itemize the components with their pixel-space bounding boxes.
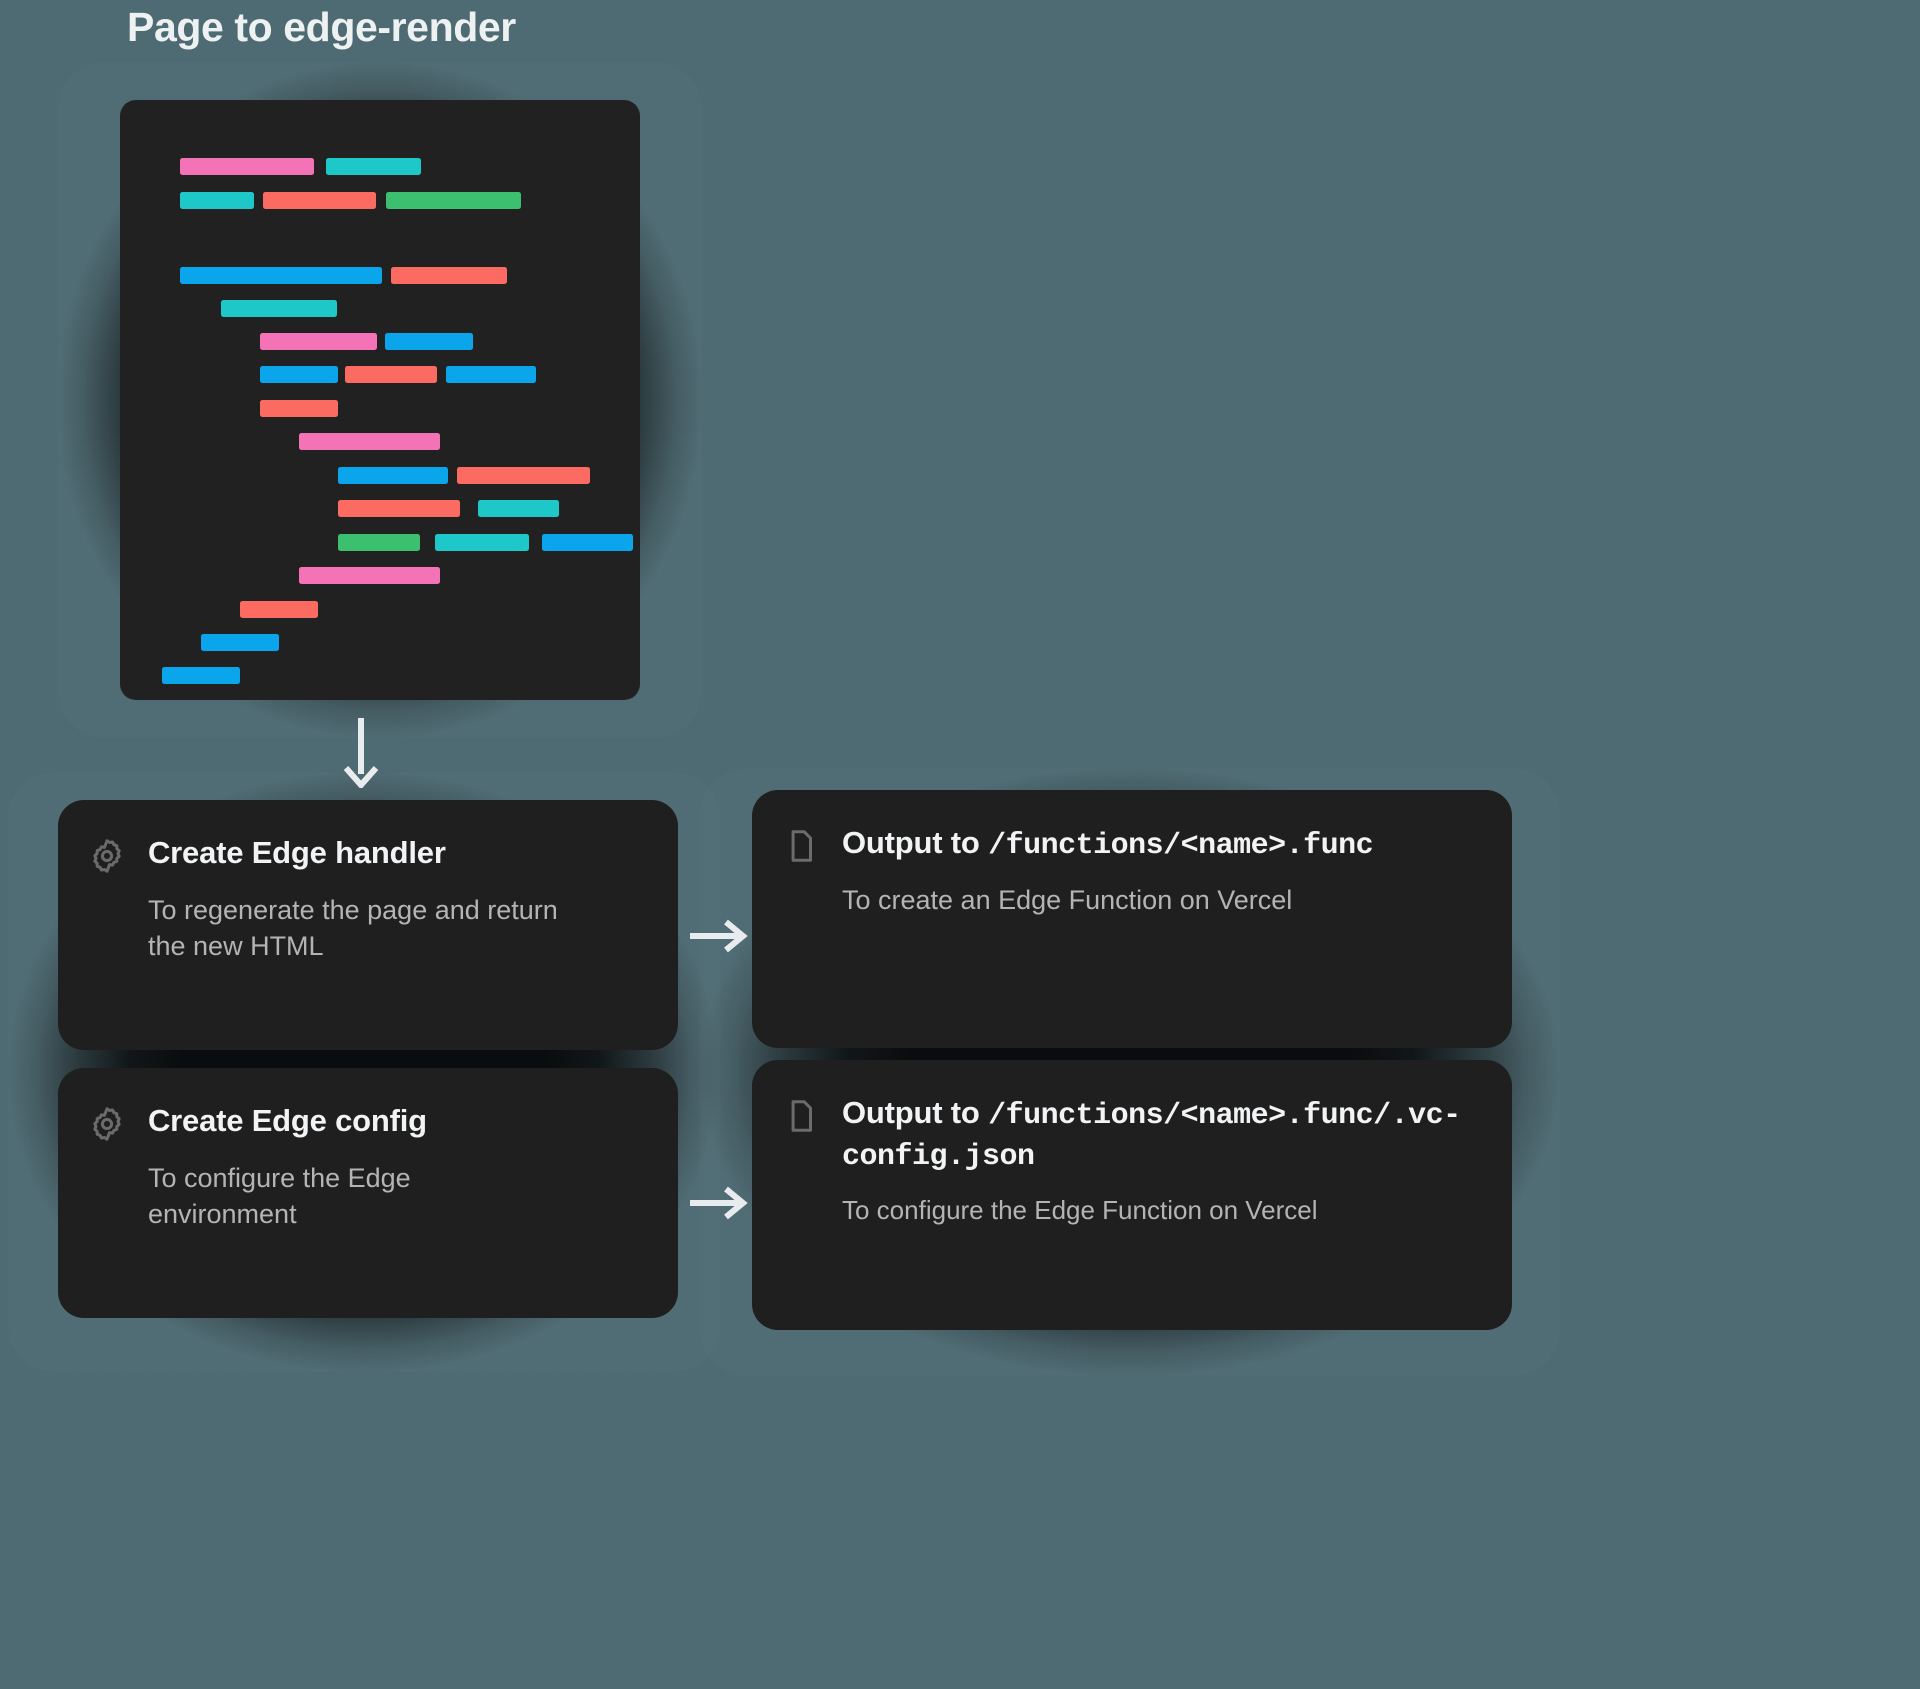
code-line [446, 366, 536, 383]
code-preview-panel [120, 100, 640, 700]
code-line [162, 667, 240, 684]
code-line [180, 158, 314, 175]
code-line [260, 333, 377, 350]
card-output-functions-func[interactable]: Output to /functions/<name>.func To crea… [752, 790, 1512, 1048]
code-line [345, 366, 437, 383]
card-create-edge-config[interactable]: Create Edge config To configure the Edge… [58, 1068, 678, 1318]
code-line [338, 467, 448, 484]
code-line [391, 267, 507, 284]
card-title: Output to /functions/<name>.func [842, 824, 1374, 865]
arrow-right-config-to-output [688, 1183, 750, 1223]
code-line [260, 366, 338, 383]
code-line [326, 158, 421, 175]
card-output-vc-config-json[interactable]: Output to /functions/<name>.func/.vc-con… [752, 1060, 1512, 1330]
code-line [478, 500, 559, 517]
card-title: Create Edge config [148, 1102, 427, 1140]
code-line [542, 534, 633, 551]
page-title: Page to edge-render [127, 4, 516, 50]
code-line [299, 567, 440, 584]
card-header: Create Edge config [88, 1102, 640, 1143]
code-line [386, 192, 521, 209]
code-line [338, 534, 420, 551]
card-title-path: /functions/<name>.func [988, 829, 1374, 863]
code-line [221, 300, 337, 317]
card-title-text: Output to [842, 1095, 989, 1130]
card-title-text: Create Edge config [148, 1103, 427, 1138]
card-create-edge-handler[interactable]: Create Edge handler To regenerate the pa… [58, 800, 678, 1050]
card-title-text: Create Edge handler [148, 835, 446, 870]
code-line [263, 192, 376, 209]
card-header: Output to /functions/<name>.func [782, 824, 1474, 865]
card-title-path: /functions/<name>.func/.vc-config.json [842, 1099, 1461, 1174]
card-header: Create Edge handler [88, 834, 640, 875]
code-line [385, 333, 473, 350]
gear-icon [88, 1105, 126, 1143]
card-title: Create Edge handler [148, 834, 446, 872]
file-icon [782, 1097, 820, 1135]
gear-icon [88, 837, 126, 875]
code-line [201, 634, 279, 651]
code-line [457, 467, 590, 484]
code-line [260, 400, 338, 417]
code-line [180, 267, 382, 284]
card-title-text: Output to [842, 825, 989, 860]
arrow-down-code-to-handler [341, 716, 381, 788]
file-icon [782, 827, 820, 865]
code-line [338, 500, 460, 517]
card-description: To regenerate the page and return the ne… [148, 895, 558, 961]
card-header: Output to /functions/<name>.func/.vc-con… [782, 1094, 1474, 1175]
code-line [435, 534, 529, 551]
code-line [240, 601, 318, 618]
code-line [299, 433, 440, 450]
card-description: To create an Edge Function on Vercel [842, 885, 1293, 915]
card-title: Output to /functions/<name>.func/.vc-con… [842, 1094, 1462, 1175]
card-description: To configure the Edge Function on Vercel [842, 1195, 1318, 1226]
code-line [180, 192, 254, 209]
arrow-right-handler-to-output [688, 916, 750, 956]
card-description: To configure the Edge environment [148, 1163, 411, 1229]
